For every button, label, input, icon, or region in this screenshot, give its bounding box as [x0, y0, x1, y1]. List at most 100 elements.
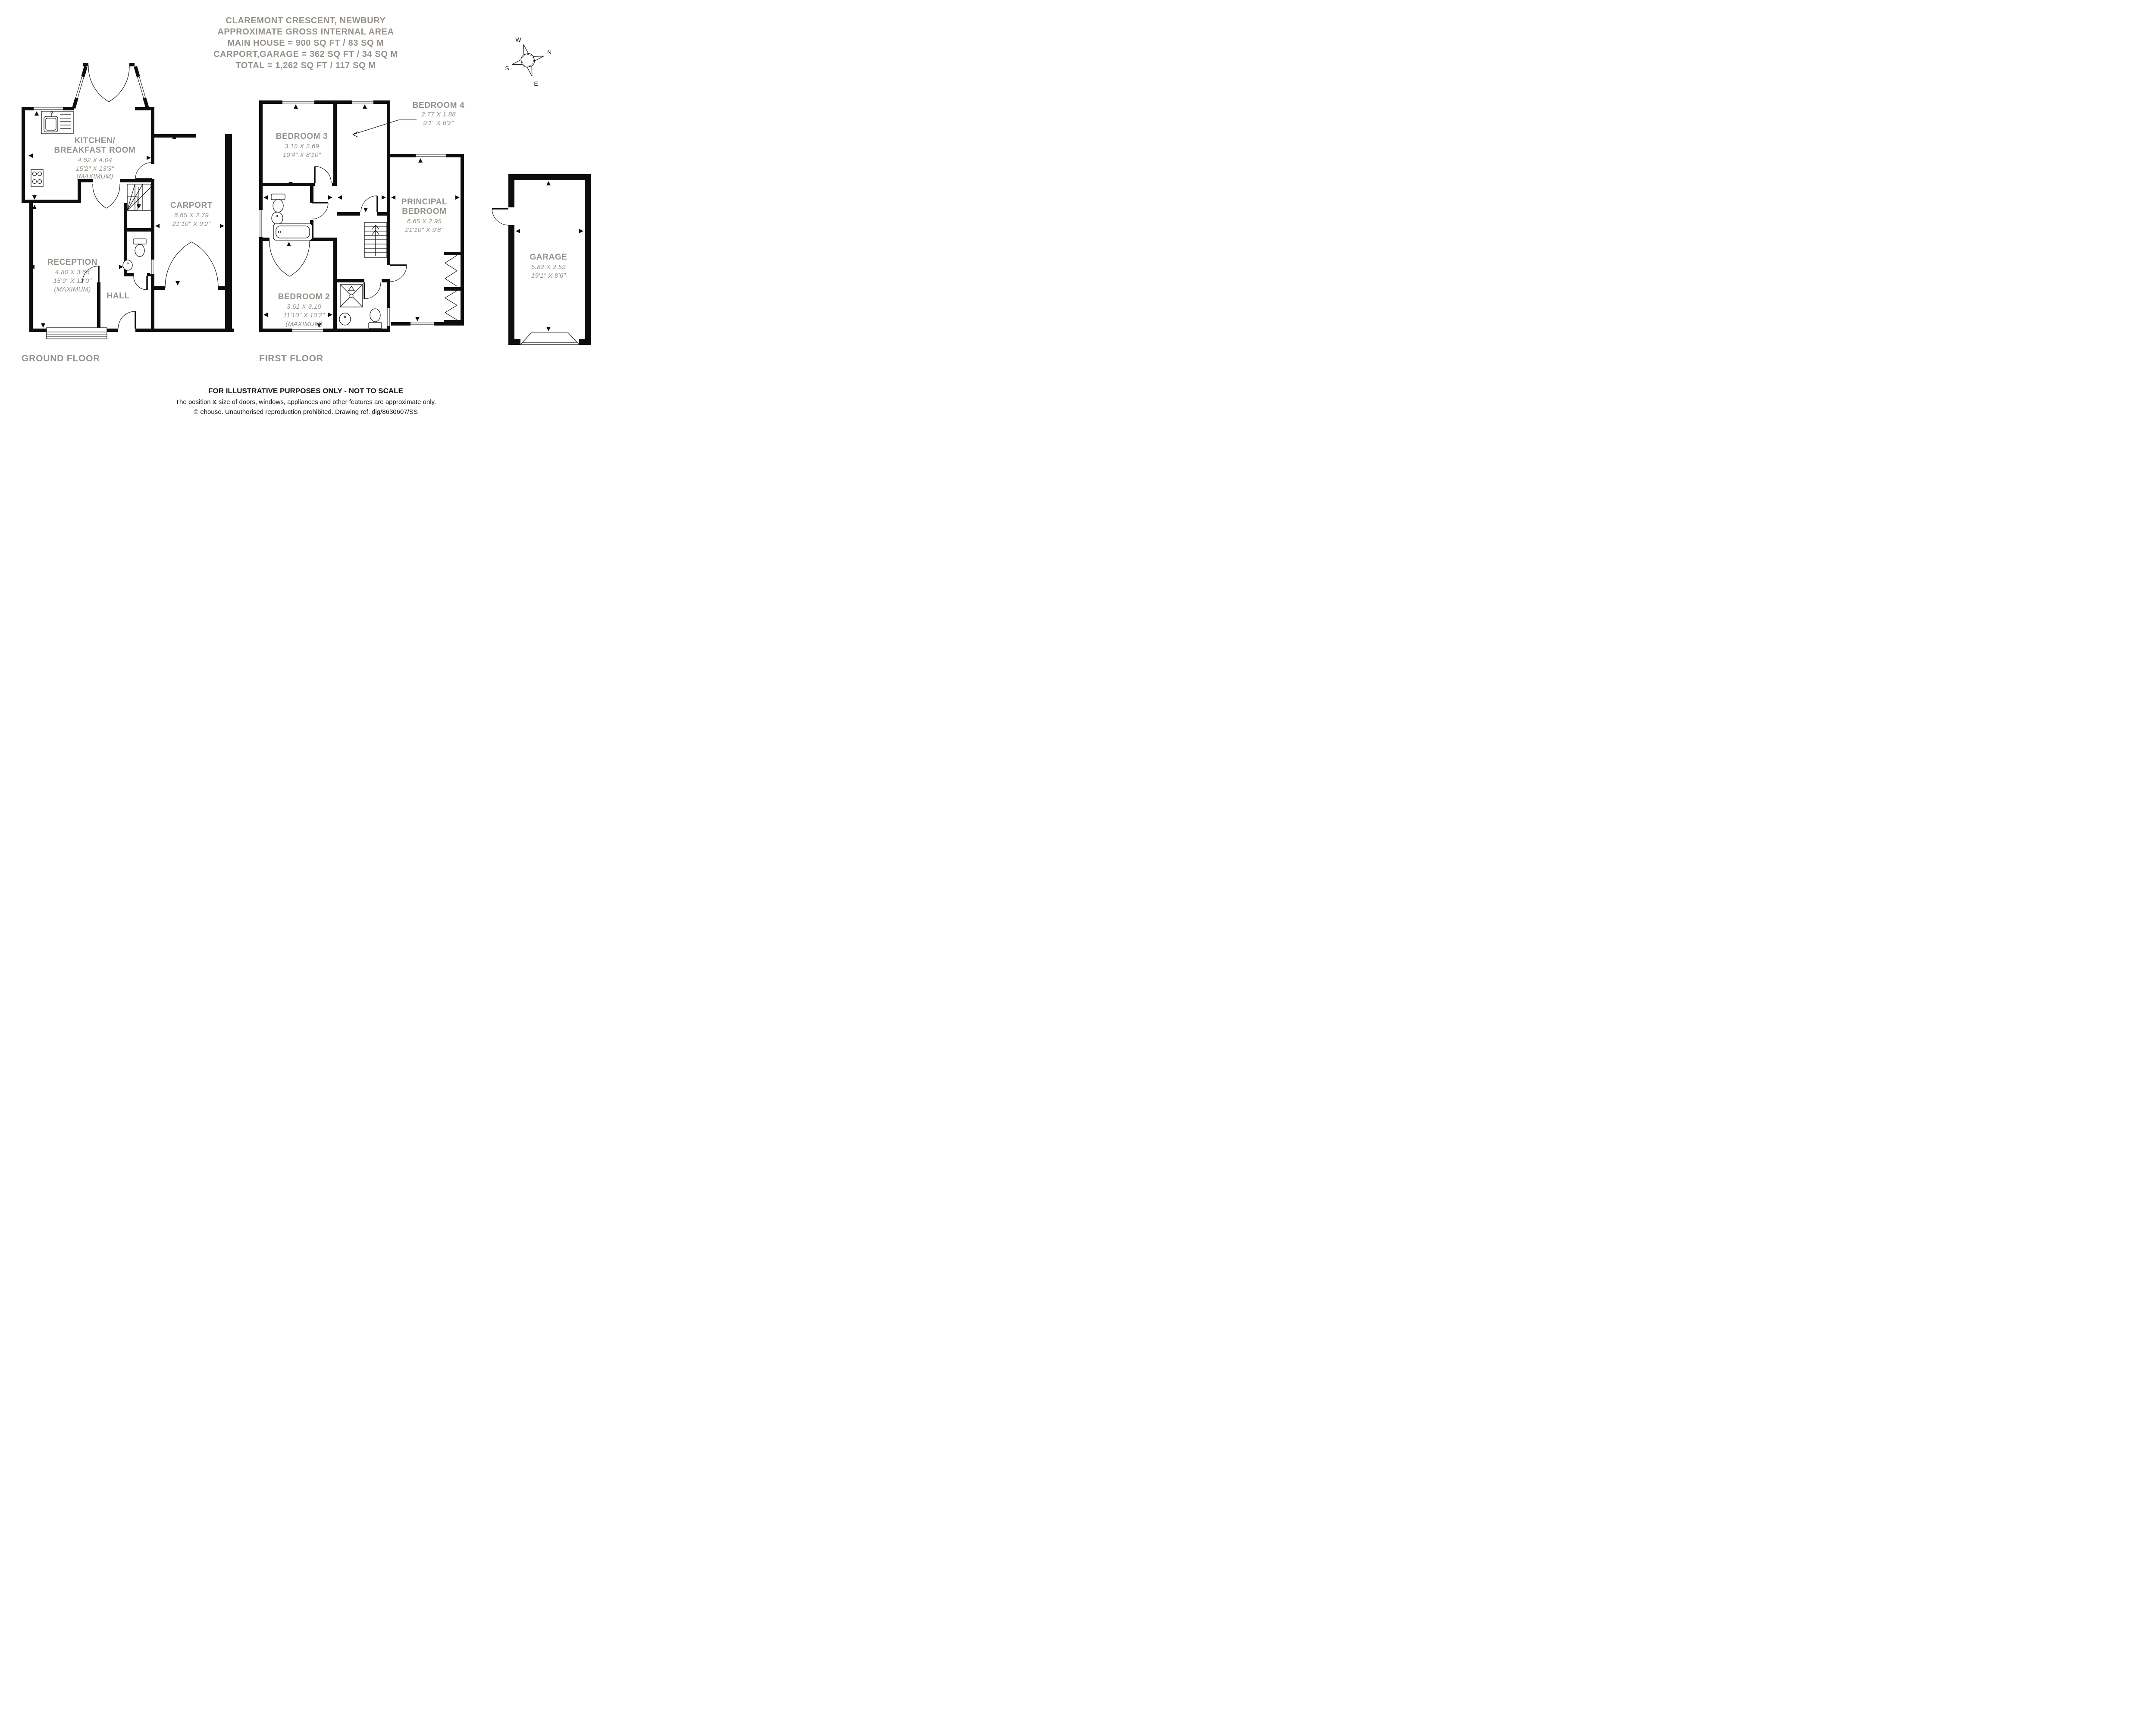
title-carport-garage-area: CARPORT,GARAGE = 362 SQ FT / 34 SQ M	[213, 50, 398, 59]
footer-line2: The position & size of doors, windows, a…	[175, 398, 436, 406]
bathroom-toilet	[271, 194, 285, 200]
bedroom2-door-right	[289, 241, 310, 277]
garage-labels: GARAGE 5.82 X 2.59 19'1" X 8'6"	[530, 253, 567, 279]
bedroom4-door	[360, 195, 378, 213]
floorplan-drawing: CLAREMONT CRESCENT, NEWBURY APPROXIMATE …	[22, 16, 591, 416]
bedroom2-label: BEDROOM 2	[278, 292, 330, 301]
reception-dim-ft: 15'9" X 12'0"	[53, 277, 92, 285]
bay-double-door-right	[109, 65, 130, 102]
shower-room-door	[364, 282, 381, 299]
ground-floor-doors	[82, 65, 219, 329]
compass-rose-icon: W N S E	[505, 36, 552, 87]
shower-room-fixtures	[339, 284, 382, 329]
reception-dim-m: 4.80 X 3.66	[55, 269, 90, 276]
shower-head-icon	[348, 285, 355, 291]
title-area-heading: APPROXIMATE GROSS INTERNAL AREA	[217, 27, 394, 37]
front-door	[118, 311, 136, 329]
stairs-down-arrow	[137, 204, 141, 209]
principal-bedroom-label: PRINCIPAL	[401, 197, 447, 207]
compass-north-pointer	[533, 56, 544, 62]
principal-dim-m: 6.65 X 2.95	[407, 218, 442, 225]
garage-label: GARAGE	[530, 253, 567, 262]
garage-walls	[508, 174, 591, 345]
kitchen-carport-door	[135, 162, 152, 179]
kitchen-dim-m: 4.62 X 4.04	[78, 157, 112, 164]
shower-room-sink	[339, 313, 351, 326]
garage-dimension-arrows	[516, 181, 583, 331]
bathtub	[273, 223, 313, 241]
first-floor-windows	[258, 100, 446, 333]
kitchen-hob	[31, 169, 44, 187]
bedroom3-dim-m: 3.15 X 2.69	[285, 143, 319, 150]
principal-dim-ft: 21'10" X 9'8"	[405, 226, 444, 234]
first-floor-title: FIRST FLOOR	[259, 354, 323, 363]
compass-west-label: W	[515, 36, 521, 43]
carport-double-door-right	[191, 241, 219, 288]
first-floor-labels: BEDROOM 3 3.15 X 2.69 10'4" X 8'10" BEDR…	[259, 101, 464, 363]
garage-plan: GARAGE 5.82 X 2.59 19'1" X 8'6"	[492, 174, 591, 345]
ground-floor-title: GROUND FLOOR	[22, 354, 100, 363]
kitchen-reception-door-right	[106, 184, 120, 209]
compass-north-label: N	[547, 49, 552, 56]
reception-note: (MAXIMUM)	[54, 286, 91, 293]
ground-floor-dimension-arrows	[28, 111, 224, 328]
carport-label: CARPORT	[170, 201, 213, 210]
bathroom-sink	[271, 212, 283, 225]
compass-east-label: E	[534, 80, 538, 87]
title-total-area: TOTAL = 1,262 SQ FT / 117 SQ M	[235, 61, 376, 70]
ground-floor-plan: KITCHEN/ BREAKFAST ROOM 4.62 X 4.04 15'2…	[22, 63, 234, 363]
kitchen-dim-ft: 15'2" X 13'3"	[76, 165, 114, 172]
title-main-house-area: MAIN HOUSE = 900 SQ FT / 83 SQ M	[227, 38, 384, 48]
bedroom4-dim-ft: 9'1" X 6'2"	[423, 119, 454, 127]
reception-bay-window	[46, 327, 107, 339]
principal-bedroom-door	[390, 265, 407, 282]
kitchen-note: (MAXIMUM)	[76, 173, 113, 180]
garage-door	[520, 332, 580, 345]
garage-side-door	[492, 208, 509, 226]
bathroom-fixtures	[271, 194, 313, 241]
bedroom2-dim-ft: 11'10" X 10'2"	[283, 312, 325, 319]
first-floor-stairs	[364, 222, 387, 258]
bedroom2-dim-m: 3.61 X 3.10	[287, 303, 321, 310]
bedroom4-leader-arrow	[352, 119, 417, 138]
compass-south-label: S	[505, 65, 509, 72]
bathroom-door	[311, 202, 329, 219]
footer-line1: FOR ILLUSTRATIVE PURPOSES ONLY - NOT TO …	[208, 387, 403, 395]
compass-east-pointer	[526, 66, 533, 77]
principal-bedroom-label-2: BEDROOM	[402, 207, 446, 216]
compass-west-pointer	[523, 44, 529, 55]
bedroom2-door-left	[269, 241, 290, 277]
floorplan-page: CLAREMONT CRESCENT, NEWBURY APPROXIMATE …	[0, 0, 611, 432]
title-block: CLAREMONT CRESCENT, NEWBURY APPROXIMATE …	[213, 16, 398, 70]
bedroom3-door	[314, 166, 332, 183]
compass-south-pointer	[511, 59, 523, 65]
wc-sink	[122, 260, 133, 271]
kitchen-sink	[41, 111, 74, 134]
stairs-up-arrow	[372, 229, 379, 235]
garage-dim-m: 5.82 X 2.59	[531, 263, 566, 271]
shower-room-toilet	[368, 322, 382, 329]
bedroom3-label: BEDROOM 3	[276, 132, 328, 141]
garage-dim-ft: 19'1" X 8'6"	[531, 272, 566, 279]
kitchen-label: KITCHEN/	[75, 136, 116, 145]
reception-label: RECEPTION	[47, 258, 97, 267]
footer-disclaimer: FOR ILLUSTRATIVE PURPOSES ONLY - NOT TO …	[175, 387, 436, 416]
ground-floor-stairs	[127, 184, 151, 211]
bedroom3-dim-ft: 10'4" X 8'10"	[283, 151, 321, 159]
first-floor-dimension-arrows	[263, 104, 460, 328]
wc-door	[133, 276, 147, 290]
principal-wardrobes	[444, 255, 458, 320]
first-floor-plan: BEDROOM 3 3.15 X 2.69 10'4" X 8'10" BEDR…	[258, 100, 464, 363]
bay-double-door-left	[88, 65, 109, 102]
kitchen-label-2: BREAKFAST ROOM	[54, 146, 136, 155]
ground-floor-labels: KITCHEN/ BREAKFAST ROOM 4.62 X 4.04 15'2…	[22, 136, 213, 363]
first-floor-doors	[269, 166, 407, 299]
kitchen-reception-door-left	[92, 184, 107, 209]
bedroom2-note: (MAXIMUM)	[285, 320, 322, 328]
ground-floor-windows	[34, 76, 155, 339]
wc-toilet	[133, 238, 147, 257]
reception-hall-door	[82, 266, 99, 283]
hall-label: HALL	[107, 291, 129, 301]
carport-dim-ft: 21'10" X 9'2"	[172, 220, 211, 228]
title-address: CLAREMONT CRESCENT, NEWBURY	[226, 16, 385, 25]
